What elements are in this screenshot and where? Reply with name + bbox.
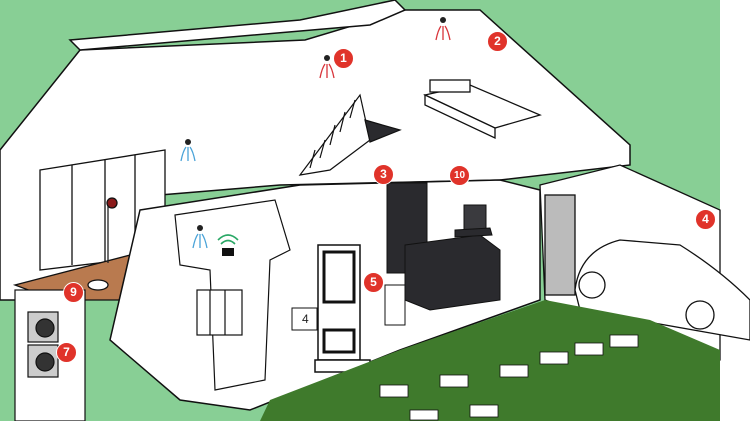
heat-airflow-icon <box>319 17 451 79</box>
bed <box>423 79 542 140</box>
house-number: 4 <box>302 312 309 326</box>
marker-7[interactable]: 7 <box>56 342 77 363</box>
staircase <box>298 93 402 176</box>
roof-ridge <box>68 0 407 51</box>
wifi-icon <box>217 234 239 256</box>
kitchen <box>384 182 501 326</box>
lawn <box>260 300 720 421</box>
robot-vacuum <box>87 279 109 291</box>
marker-3[interactable]: 3 <box>373 164 394 185</box>
marker-10[interactable]: 10 <box>449 165 470 186</box>
marker-9[interactable]: 9 <box>63 282 84 303</box>
right-margin <box>720 0 750 421</box>
cool-airflow-icon <box>180 139 208 249</box>
front-door <box>314 244 371 373</box>
mailbox <box>291 307 318 331</box>
marker-5[interactable]: 5 <box>363 272 384 293</box>
marker-1[interactable]: 1 <box>333 48 354 69</box>
marker-2[interactable]: 2 <box>487 31 508 52</box>
stepping-stones <box>379 334 639 421</box>
marker-4[interactable]: 4 <box>695 209 716 230</box>
cabinets <box>196 289 243 336</box>
